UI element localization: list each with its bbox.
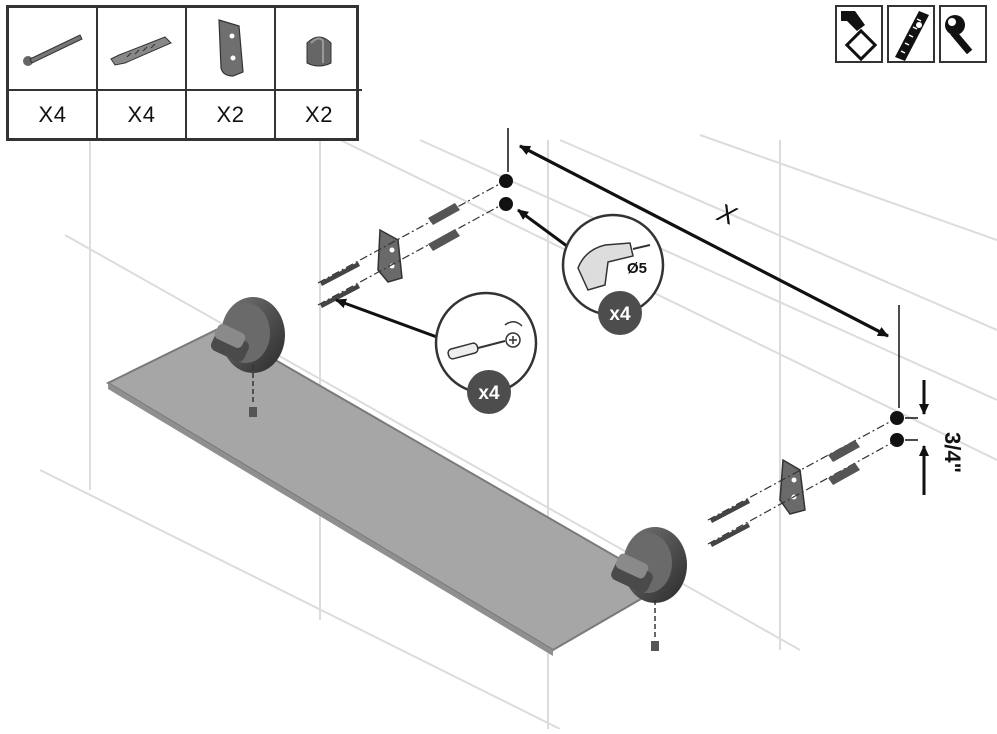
set-screw-cap-icon <box>306 36 332 66</box>
mounting-bracket-icon <box>217 18 244 77</box>
drill-size-label: Ø5 <box>627 260 647 277</box>
screw-icon <box>320 262 360 308</box>
parts-table: X4 X4 X2 X2 <box>6 5 362 141</box>
hand-tools-icon <box>835 5 883 63</box>
quantity-label: X2 <box>216 101 245 127</box>
quantity-label: X2 <box>305 101 333 127</box>
left-shelf-holder <box>211 297 285 417</box>
wall-tile-grid <box>39 134 997 730</box>
right-shelf-holder <box>611 527 687 651</box>
wrench-icon <box>939 5 987 63</box>
glass-shelf <box>105 326 667 656</box>
left-wall-bracket-assembly <box>317 174 513 308</box>
dimension-x-label: X <box>713 197 742 232</box>
part-qty-screw: X4 <box>9 91 98 138</box>
tape-measure-icon <box>887 5 935 63</box>
part-cell-bracket <box>187 8 276 91</box>
wall-anchor-icon <box>428 203 460 251</box>
quantity-label: X4 <box>127 101 156 127</box>
quantity-label: X4 <box>38 101 67 127</box>
dimension-offset: 3/4" <box>905 380 965 495</box>
part-cell-screw <box>9 8 98 91</box>
tools-required <box>835 5 987 63</box>
screwdriver-icon <box>447 321 523 360</box>
dimension-offset-label: 3/4" <box>940 432 965 473</box>
wall-anchor-icon <box>109 35 172 66</box>
drill-callout: Ø5 x4 <box>517 208 665 335</box>
screw-count-label: x4 <box>478 383 500 404</box>
part-cell-anchor <box>98 8 187 91</box>
screwdriver-callout: x4 <box>335 291 538 414</box>
part-qty-anchor: X4 <box>98 91 187 138</box>
screw-icon <box>22 33 83 66</box>
drill-icon <box>577 242 651 291</box>
drill-count-label: x4 <box>609 304 631 325</box>
part-qty-bracket: X2 <box>187 91 276 138</box>
part-qty-cap: X2 <box>276 91 362 138</box>
part-cell-cap <box>276 8 362 91</box>
right-wall-bracket-assembly <box>707 411 904 547</box>
